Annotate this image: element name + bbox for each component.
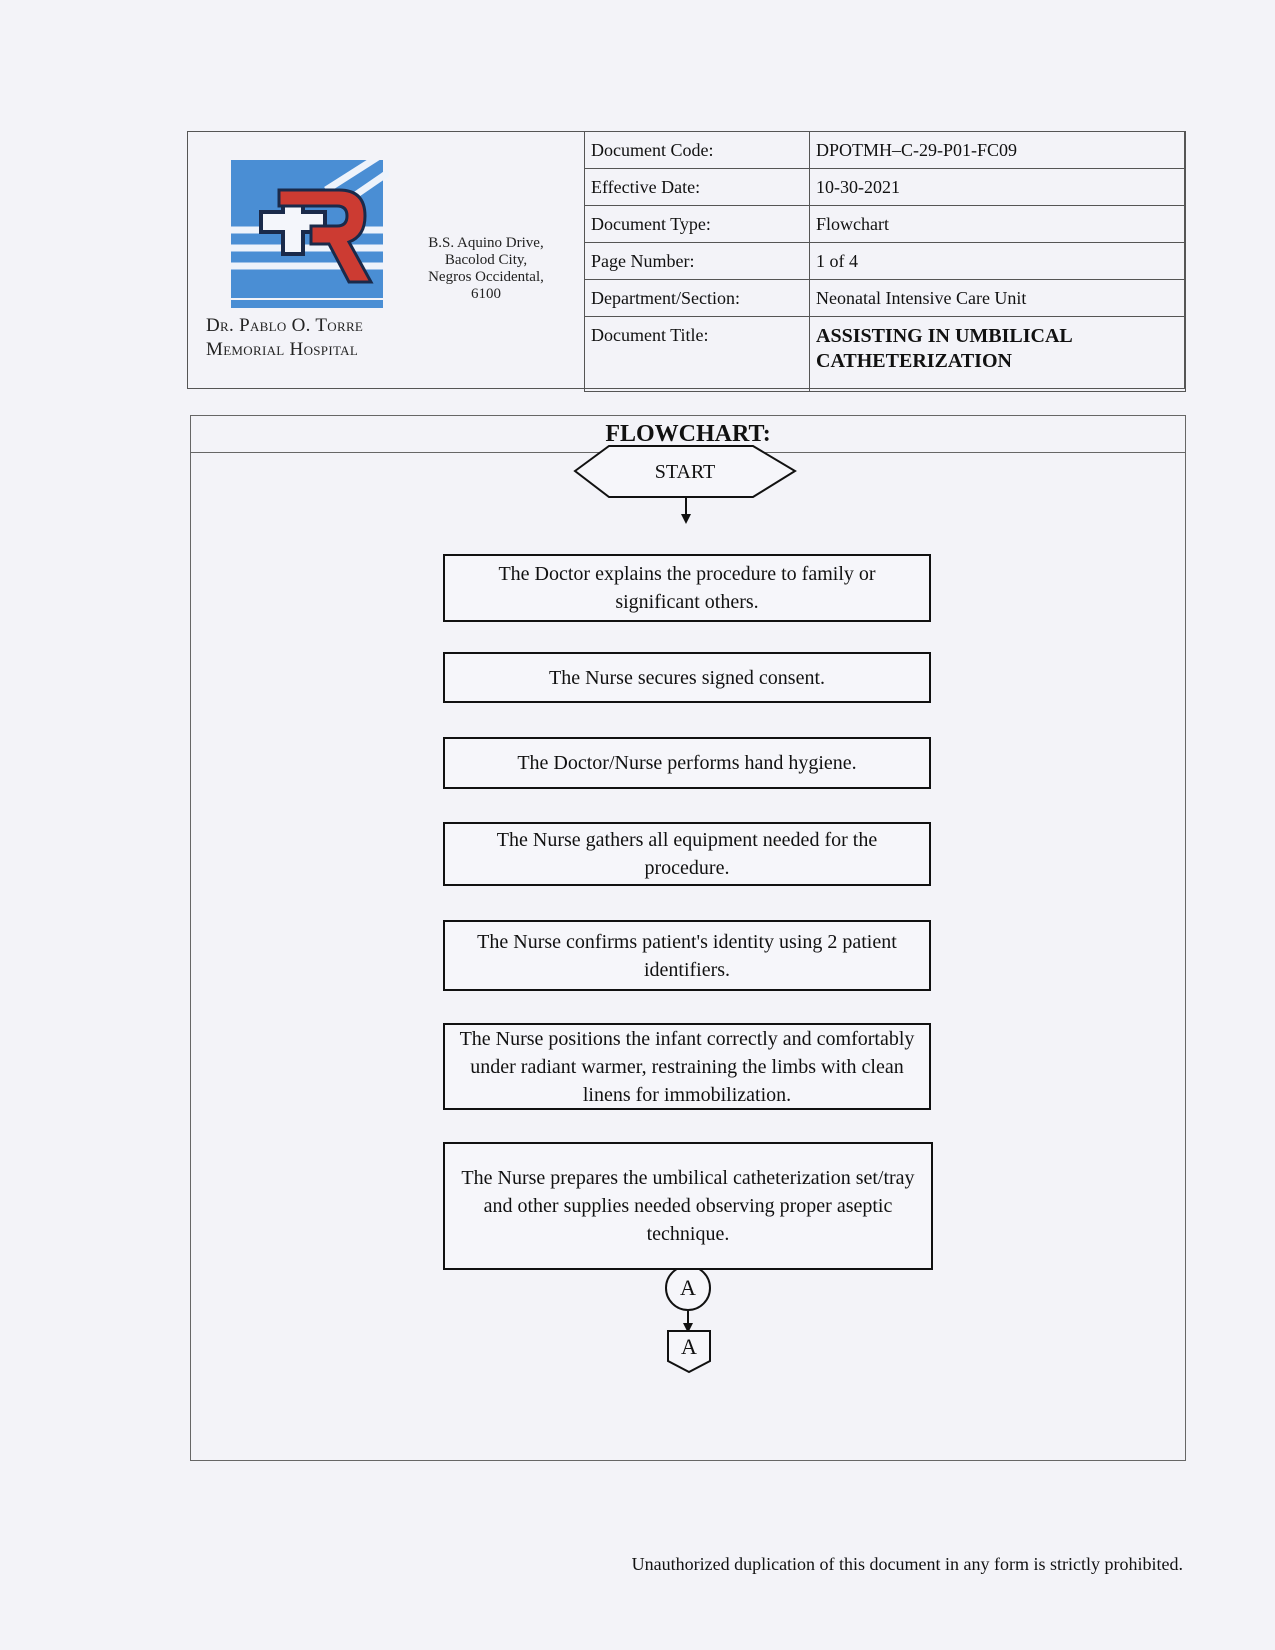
meta-value: DPOTMH–C-29-P01-FC09 [809, 131, 1186, 169]
connector-circle-text: A [680, 1275, 696, 1300]
meta-row-page-number: Page Number: 1 of 4 [584, 242, 1186, 280]
hospital-logo-icon [231, 160, 389, 308]
meta-label: Document Title: [584, 316, 810, 392]
meta-value: Flowchart [809, 205, 1186, 243]
start-label: START [654, 461, 716, 483]
meta-value: Neonatal Intensive Care Unit [809, 279, 1186, 317]
flowchart-frame: FLOWCHART: START The Doctor explains the… [190, 415, 1186, 1461]
flowchart-step-5: The Nurse confirms patient's identity us… [443, 920, 931, 991]
address-line: Negros Occidental, [428, 269, 544, 285]
meta-label: Page Number: [584, 242, 810, 280]
meta-label: Document Code: [584, 131, 810, 169]
address-line: 6100 [471, 286, 501, 302]
meta-row-department: Department/Section: Neonatal Intensive C… [584, 279, 1186, 317]
document-title: ASSISTING IN UMBILICAL CATHETERIZATION [809, 316, 1186, 392]
meta-row-document-title: Document Title: ASSISTING IN UMBILICAL C… [584, 316, 1186, 392]
connector-offpage-text: A [681, 1334, 697, 1359]
document-title-line1: ASSISTING IN UMBILICAL [816, 325, 1073, 347]
flowchart-step-7: The Nurse prepares the umbilical cathete… [443, 1142, 933, 1270]
meta-label: Document Type: [584, 205, 810, 243]
meta-label: Department/Section: [584, 279, 810, 317]
start-terminator [573, 445, 797, 498]
flowchart-step-6: The Nurse positions the infant correctly… [443, 1023, 931, 1110]
document-header: Dr. Pablo O. Torre Memorial Hospital B.S… [187, 131, 1186, 392]
meta-row-code: Document Code: DPOTMH–C-29-P01-FC09 [584, 131, 1186, 169]
meta-value: 10-30-2021 [809, 168, 1186, 206]
hospital-name: Dr. Pablo O. Torre Memorial Hospital [206, 314, 363, 362]
document-meta-table: Document Code: DPOTMH–C-29-P01-FC09 Effe… [584, 131, 1186, 392]
flowchart-step-2: The Nurse secures signed consent. [443, 652, 931, 703]
address-line: Bacolod City, [444, 252, 528, 268]
hospital-logo-cell: Dr. Pablo O. Torre Memorial Hospital B.S… [188, 132, 585, 388]
hospital-name-line1: Dr. Pablo O. Torre [206, 315, 364, 336]
hospital-address: B.S. Aquino Drive, Bacolod City, Negros … [416, 235, 556, 307]
meta-row-effective-date: Effective Date: 10-30-2021 [584, 168, 1186, 206]
address-line: B.S. Aquino Drive, [428, 235, 544, 251]
connector-offpage [667, 1330, 711, 1374]
flowchart-connectors [573, 445, 797, 1374]
flowchart-step-4: The Nurse gathers all equipment needed f… [443, 822, 931, 886]
document-title-line2: CATHETERIZATION [816, 350, 1012, 372]
meta-value: 1 of 4 [809, 242, 1186, 280]
meta-label: Effective Date: [584, 168, 810, 206]
hospital-name-line2: Memorial Hospital [206, 339, 359, 360]
flowchart-step-1: The Doctor explains the procedure to fam… [443, 554, 931, 622]
footer-notice: Unauthorized duplication of this documen… [631, 1554, 1183, 1574]
flowchart-step-3: The Doctor/Nurse performs hand hygiene. [443, 737, 931, 789]
meta-row-document-type: Document Type: Flowchart [584, 205, 1186, 243]
